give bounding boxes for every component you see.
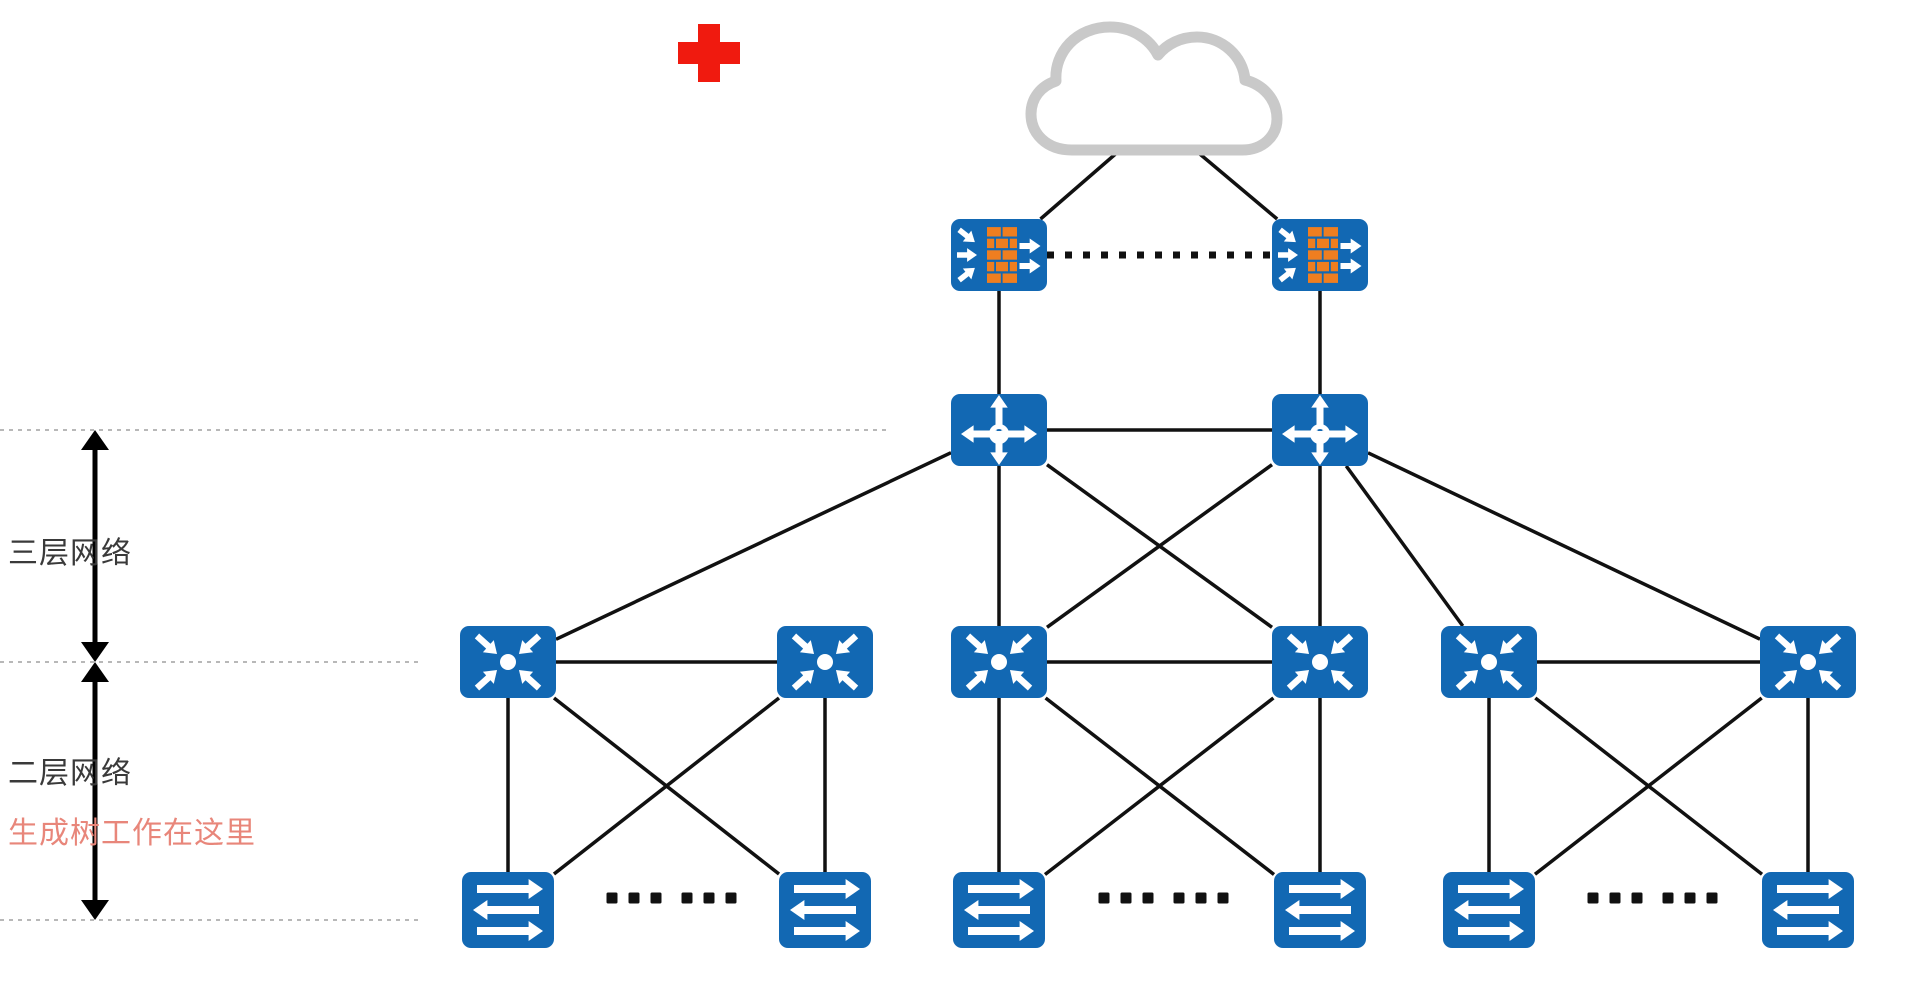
- device-l2-4[interactable]: l2-4: [1274, 872, 1366, 948]
- device-l3-4[interactable]: l3-4: [1272, 626, 1368, 698]
- device-l3-2[interactable]: l3-2: [777, 626, 873, 698]
- device-l2-3[interactable]: l2-3: [953, 872, 1045, 948]
- device-fw1[interactable]: fw1: [951, 219, 1047, 291]
- device-l3-6[interactable]: l3-6: [1760, 626, 1856, 698]
- device-l3-1[interactable]: l3-1: [460, 626, 556, 698]
- link-rt1-l3-1: [555, 451, 952, 641]
- link-l3-6-l2-5: [1533, 696, 1763, 876]
- device-fw2[interactable]: fw2: [1272, 219, 1368, 291]
- device-l3-5[interactable]: l3-5: [1441, 626, 1537, 698]
- link-rt2-l3-3: [1045, 463, 1274, 629]
- link-l3-2-l2-1: [552, 696, 781, 876]
- device-rt1[interactable]: rt1: [951, 394, 1047, 466]
- ellipsis-dots: [606, 892, 737, 904]
- brick-wall: [987, 227, 1017, 283]
- brick-wall: [1308, 227, 1338, 283]
- zone-label-layer2: 二层网络: [8, 756, 132, 791]
- device-l2-5[interactable]: l2-5: [1443, 872, 1535, 948]
- zone-arrow-layer2: [81, 662, 109, 920]
- link-rt2-l3-6: [1367, 451, 1761, 641]
- zone-label-spanning-tree: 生成树工作在这里: [8, 816, 256, 851]
- device-l2-1[interactable]: l2-1: [462, 872, 554, 948]
- device-l2-2[interactable]: l2-2: [779, 872, 871, 948]
- zone-arrow-layer3: [81, 430, 109, 662]
- ellipsis-dots: [1587, 892, 1718, 904]
- link-rt2-l3-5: [1344, 464, 1465, 628]
- zone-label-layer3: 三层网络: [8, 536, 132, 571]
- device-l2-6[interactable]: l2-6: [1762, 872, 1854, 948]
- device-l3-3[interactable]: l3-3: [951, 626, 1047, 698]
- red-cross-icon[interactable]: [678, 24, 740, 82]
- link-l3-4-l2-3: [1043, 696, 1275, 876]
- ellipsis-dots: [1098, 892, 1229, 904]
- cloud-icon[interactable]: [1025, 21, 1283, 156]
- device-rt2[interactable]: rt2: [1272, 394, 1368, 466]
